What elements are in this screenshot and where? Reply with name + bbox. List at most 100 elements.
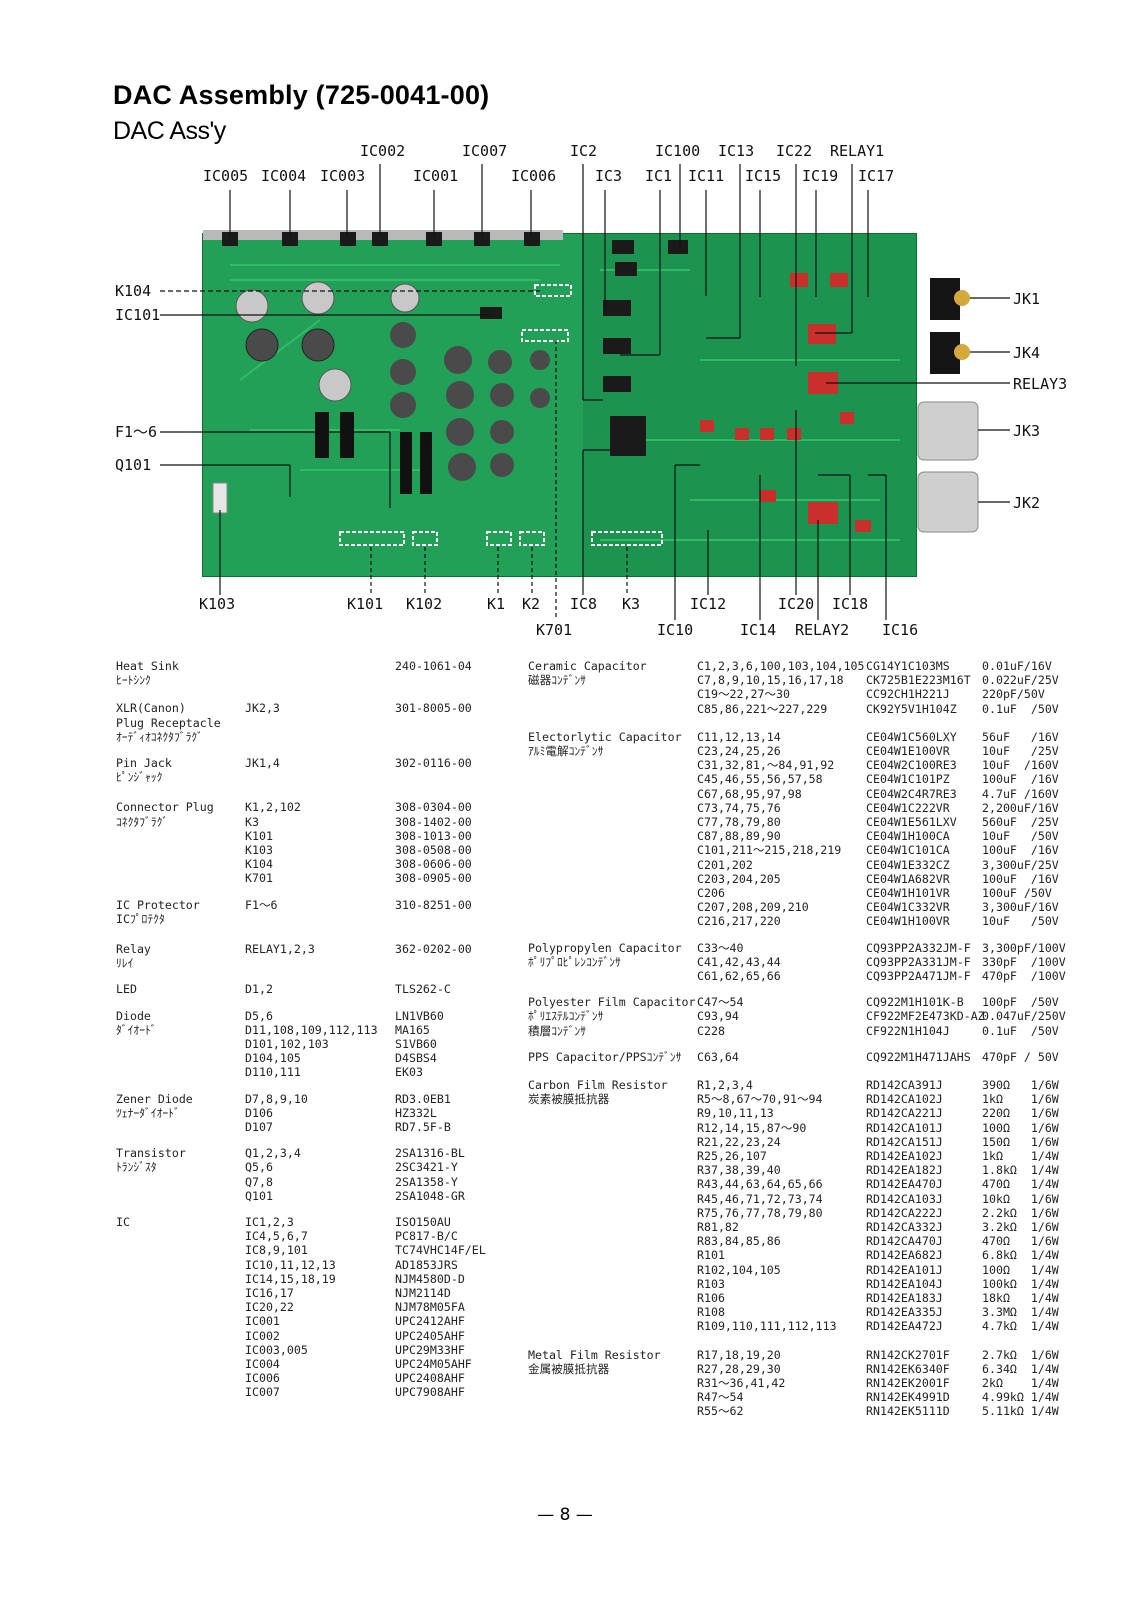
callout-ic8: IC8 bbox=[570, 595, 597, 613]
callout-ic17: IC17 bbox=[858, 167, 894, 185]
callout-ic18: IC18 bbox=[832, 595, 868, 613]
part-codes: 308-0304-00 308-1402-00 308-1013-00 308-… bbox=[395, 800, 472, 886]
callout-ic12: IC12 bbox=[690, 595, 726, 613]
part-codes: CE04W1C560LXY CE04W1E100VR CE04W2C100RE3… bbox=[866, 729, 957, 929]
part-group-name: Diode ﾀﾞｲｵｰﾄﾞ bbox=[116, 1008, 157, 1037]
part-group-name: Heat Sink ﾋｰﾄｼﾝｸ bbox=[116, 659, 179, 688]
film-capacitors bbox=[700, 273, 871, 532]
callout-ic10: IC10 bbox=[657, 621, 693, 639]
part-codes: RD142CA391J RD142CA102J RD142CA221J RD14… bbox=[866, 1078, 943, 1334]
callout-f1-6: F1～6 bbox=[115, 423, 157, 441]
page-number: — 8 — bbox=[537, 1505, 593, 1525]
part-group-name: XLR(Canon) Plug Receptacle ｵｰﾃﾞｨｵｺﾈｸﾀﾌﾞﾗ… bbox=[116, 701, 221, 744]
part-values: 3,300pF/100V 330pF /100V 470pF /100V bbox=[982, 940, 1066, 983]
part-group-name: Connector Plug ｺﾈｸﾀﾌﾞﾗｸﾞ bbox=[116, 800, 214, 829]
leader-lines bbox=[160, 164, 1010, 620]
callout-ic3: IC3 bbox=[595, 167, 622, 185]
callout-ic2: IC2 bbox=[570, 142, 597, 160]
part-codes: CQ922M1H101K-B CF922MF2E473KD-AZ CF922N1… bbox=[866, 995, 985, 1038]
callout-k701: K701 bbox=[536, 621, 572, 639]
page-title: DAC Assembly (725-0041-00) bbox=[113, 80, 490, 110]
callout-ic16: IC16 bbox=[882, 621, 918, 639]
callout-jk2: JK2 bbox=[1013, 494, 1040, 512]
part-codes: RN142CK2701F RN142EK6340F RN142EK2001F R… bbox=[866, 1347, 950, 1419]
callout-k103: K103 bbox=[199, 595, 235, 613]
part-codes: CQ922M1H471JAHS bbox=[866, 1049, 971, 1064]
part-refs: D5,6 D11,108,109,112,113 D101,102,103 D1… bbox=[245, 1008, 378, 1080]
callout-ic101: IC101 bbox=[115, 306, 160, 324]
callout-ic001: IC001 bbox=[413, 167, 458, 185]
part-refs: IC1,2,3 IC4,5,6,7 IC8,9,101 IC10,11,12,1… bbox=[245, 1215, 336, 1400]
part-refs: RELAY1,2,3 bbox=[245, 942, 315, 956]
callout-ic19: IC19 bbox=[802, 167, 838, 185]
part-codes: RD3.0EB1 HZ332L RD7.5F-B bbox=[395, 1091, 451, 1134]
part-group-name: Electorlytic Capacitor ｱﾙﾐ電解ｺﾝﾃﾞﾝｻ bbox=[528, 729, 682, 758]
part-refs: JK1,4 bbox=[245, 756, 280, 770]
callout-k3: K3 bbox=[622, 595, 640, 613]
electrolytic-capacitors bbox=[235, 281, 550, 481]
part-group-name: Relay ﾘﾚｲ bbox=[116, 942, 151, 971]
callout-ic002: IC002 bbox=[360, 142, 405, 160]
part-group-name: Carbon Film Resistor 炭素被膜抵抗器 bbox=[528, 1078, 668, 1107]
callout-ic14: IC14 bbox=[740, 621, 776, 639]
part-refs: D1,2 bbox=[245, 982, 273, 997]
part-codes: 301-8005-00 bbox=[395, 701, 472, 716]
pcb-board bbox=[202, 230, 917, 577]
part-codes: 362-0202-00 bbox=[395, 942, 472, 956]
part-refs: JK2,3 bbox=[245, 701, 280, 716]
part-group-name: IC Protector ICﾌﾟﾛﾃｸﾀ bbox=[116, 897, 200, 926]
callout-ic006: IC006 bbox=[511, 167, 556, 185]
callout-ic1: IC1 bbox=[645, 167, 672, 185]
part-refs: C47～54 C93,94 C228 bbox=[697, 995, 744, 1038]
callout-jk4: JK4 bbox=[1013, 344, 1040, 362]
callout-ic13: IC13 bbox=[718, 142, 754, 160]
part-values: 2.7kΩ 1/6W 6.34Ω 1/4W 2kΩ 1/4W 4.99kΩ 1/… bbox=[982, 1347, 1059, 1419]
part-refs: K1,2,102 K3 K101 K103 K104 K701 bbox=[245, 800, 301, 886]
part-group-name: LED bbox=[116, 982, 137, 997]
output-jacks bbox=[917, 278, 979, 533]
part-codes: CG14Y1C103MS CK725B1E223M16T CC92CH1H221… bbox=[866, 659, 971, 716]
callout-k1: K1 bbox=[487, 595, 505, 613]
callout-ic007: IC007 bbox=[462, 142, 507, 160]
part-group-name: Zener Diode ﾂｪﾅｰﾀﾞｲｵｰﾄﾞ bbox=[116, 1091, 193, 1120]
part-refs: C11,12,13,14 C23,24,25,26 C31,32,81,～84,… bbox=[697, 729, 842, 929]
part-codes: ISO150AU PC817-B/C TC74VHC14F/EL AD1853J… bbox=[395, 1215, 486, 1400]
part-values: 56uF /16V 10uF /25V 10uF /160V 100uF /16… bbox=[982, 729, 1059, 929]
connector-outlines bbox=[339, 284, 663, 546]
part-codes: 240-1061-04 bbox=[395, 659, 472, 673]
callout-k101: K101 bbox=[347, 595, 383, 613]
part-group-name: Ceramic Capacitor 磁器ｺﾝﾃﾞﾝｻ bbox=[528, 659, 647, 688]
callout-relay2: RELAY2 bbox=[795, 621, 849, 639]
part-refs: F1～6 bbox=[245, 897, 278, 912]
part-values: 100pF /50V 0.047uF/250V 0.1uF /50V bbox=[982, 995, 1066, 1038]
part-codes: TLS262-C bbox=[395, 982, 451, 997]
callout-ic15: IC15 bbox=[745, 167, 781, 185]
callout-ic100: IC100 bbox=[655, 142, 700, 160]
callout-jk1: JK1 bbox=[1013, 290, 1040, 308]
part-refs: D7,8,9,10 D106 D107 bbox=[245, 1091, 308, 1134]
part-group-name: IC bbox=[116, 1215, 130, 1229]
callout-ic003: IC003 bbox=[320, 167, 365, 185]
callout-relay3: RELAY3 bbox=[1013, 375, 1067, 393]
part-group-name: Transistor ﾄﾗﾝｼﾞｽﾀ bbox=[116, 1146, 186, 1175]
part-values: 390Ω 1/6W 1kΩ 1/6W 220Ω 1/6W 100Ω 1/6W 1… bbox=[982, 1078, 1059, 1334]
part-refs: R1,2,3,4 R5～8,67～70,91～94 R9,10,11,13 R1… bbox=[697, 1078, 837, 1334]
part-refs: R17,18,19,20 R27,28,29,30 R31～36,41,42 R… bbox=[697, 1347, 786, 1419]
callout-k102: K102 bbox=[406, 595, 442, 613]
pcb-figure: IC002 IC007 IC2 IC100 IC13 IC22 RELAY1 I… bbox=[115, 142, 1067, 639]
part-refs: C33～40 C41,42,43,44 C61,62,65,66 bbox=[697, 940, 781, 983]
part-refs: C1,2,3,6,100,103,104,105 C7,8,9,10,15,16… bbox=[697, 659, 865, 716]
part-refs: C63,64 bbox=[697, 1049, 739, 1064]
part-group-name: Polypropylen Capacitor ﾎﾟﾘﾌﾟﾛﾋﾟﾚﾝｺﾝﾃﾞﾝｻ bbox=[528, 940, 682, 969]
callout-relay1: RELAY1 bbox=[830, 142, 884, 160]
part-values: 0.01uF/16V 0.022uF/25V 220pF/50V 0.1uF /… bbox=[982, 659, 1059, 716]
part-group-name: Polyester Film Capacitor ﾎﾟﾘｴｽﾃﾙｺﾝﾃﾞﾝｻ 積… bbox=[528, 995, 696, 1038]
part-refs: Q1,2,3,4 Q5,6 Q7,8 Q101 bbox=[245, 1146, 301, 1203]
callout-ic11: IC11 bbox=[688, 167, 724, 185]
callout-ic22: IC22 bbox=[776, 142, 812, 160]
callout-ic005: IC005 bbox=[203, 167, 248, 185]
callout-q101: Q101 bbox=[115, 456, 151, 474]
part-codes: LN1VB60 MA165 S1VB60 D4SBS4 EK03 bbox=[395, 1008, 444, 1080]
part-group-name: PPS Capacitor/PPSｺﾝﾃﾞﾝｻ bbox=[528, 1049, 682, 1064]
part-group-name: Pin Jack ﾋﾟﾝｼﾞｬｯｸ bbox=[116, 756, 172, 785]
